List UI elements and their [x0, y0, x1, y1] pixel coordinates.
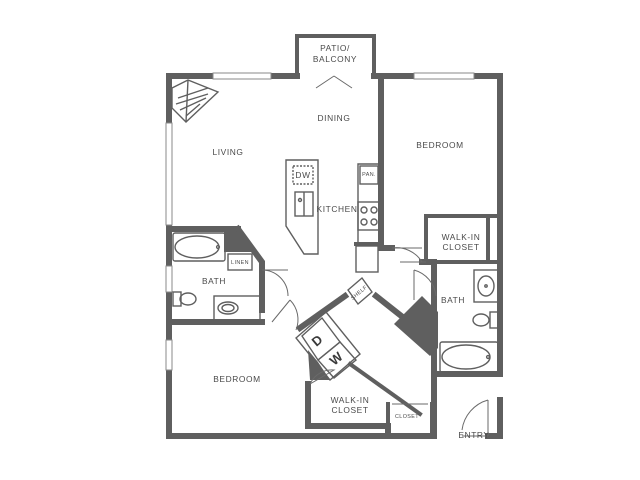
living-label: LIVING	[212, 147, 243, 157]
bath-left-label: BATH	[202, 276, 226, 286]
kitchen-counter	[355, 163, 382, 273]
bedroom-left-label: BEDROOM	[213, 374, 260, 384]
shelf-unit	[347, 276, 373, 306]
patio-label-line1: PATIO/	[320, 43, 350, 53]
walkin-bottom-label-line1: WALK-IN	[331, 395, 370, 405]
walkin-right-label-line2: CLOSET	[442, 242, 479, 252]
washer-label: D	[309, 332, 326, 350]
room-labels: PATIO/ BALCONY DINING LIVING KITCHEN BED…	[202, 43, 489, 440]
patio-label-line2: BALCONY	[313, 54, 357, 64]
dishwasher-label: DW	[295, 170, 310, 180]
left-bath-fixtures	[172, 232, 261, 321]
entry-label: ENTRY	[458, 430, 489, 440]
walkin-right-label-line1: WALK-IN	[442, 232, 481, 242]
closet-label: CLOSET	[395, 414, 419, 420]
right-bath-fixtures	[394, 269, 499, 373]
pantry-label: PAN.	[362, 172, 376, 178]
washer-dryer	[295, 310, 361, 382]
kitchen-island	[285, 159, 319, 255]
bedroom-right-label: BEDROOM	[416, 140, 463, 150]
windows	[165, 72, 475, 371]
dining-label: DINING	[318, 113, 351, 123]
doors	[261, 247, 489, 437]
shelf-label: SHELF	[350, 285, 369, 302]
linen-label: LINEN	[231, 260, 249, 266]
fireplace-icon	[171, 79, 220, 123]
bath-right-label: BATH	[441, 295, 465, 305]
kitchen-label: KITCHEN	[317, 204, 358, 214]
walkin-bottom-label-line2: CLOSET	[331, 405, 368, 415]
patio-balcony	[295, 34, 376, 89]
